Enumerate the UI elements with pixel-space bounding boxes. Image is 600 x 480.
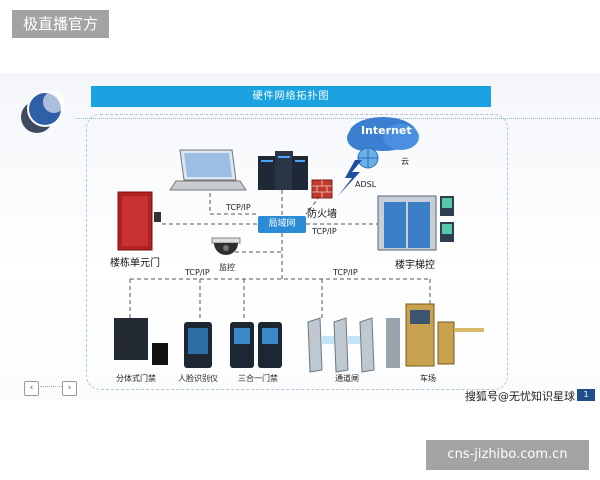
camera-label: 监控 bbox=[219, 263, 235, 272]
camera-icon bbox=[211, 237, 241, 255]
connection-lines bbox=[129, 186, 431, 320]
firewall-label: 防火墙 bbox=[307, 209, 337, 220]
firewall-icon bbox=[311, 179, 333, 199]
split-access-label: 分体式门禁 bbox=[116, 374, 156, 383]
lightning-icon bbox=[338, 160, 362, 196]
elevator-icon bbox=[377, 195, 454, 251]
slide-title: 硬件网络拓扑图 bbox=[91, 86, 491, 107]
prev-slide-button[interactable]: ‹ bbox=[24, 381, 39, 396]
globe-icon bbox=[357, 147, 379, 169]
header-dotted-line bbox=[75, 118, 600, 119]
server-icon bbox=[258, 151, 308, 190]
watermark-top-left: 极直播官方 bbox=[12, 10, 109, 38]
cloud-icon bbox=[347, 117, 419, 151]
three-in-one-label: 三合一门禁 bbox=[238, 374, 278, 383]
logo-circle-light bbox=[43, 91, 65, 113]
sohu-watermark: 搜狐号@无忧知识星球 bbox=[465, 390, 575, 403]
protocol-label-1: TCP/IP bbox=[226, 203, 251, 212]
watermark-bottom-right: cns-jizhibo.com.cn bbox=[426, 440, 589, 470]
parking-icon bbox=[405, 303, 484, 367]
diagram-frame bbox=[86, 114, 508, 390]
page-indicator: 1 bbox=[577, 389, 595, 401]
three-in-one-icon bbox=[230, 322, 282, 368]
adsl-label: ADSL bbox=[355, 180, 377, 189]
protocol-label-3: TCP/IP bbox=[185, 268, 210, 277]
door-icon bbox=[117, 191, 161, 251]
next-slide-button[interactable]: › bbox=[62, 381, 77, 396]
channel-gate-label: 通道闸 bbox=[335, 374, 359, 383]
elevator-label: 楼宇梯控 bbox=[395, 260, 435, 271]
protocol-label-2: TCP/IP bbox=[312, 227, 337, 236]
building-door-label: 楼栋单元门 bbox=[110, 258, 160, 269]
protocol-label-4: TCP/IP bbox=[333, 268, 358, 277]
parking-label: 车场 bbox=[420, 374, 436, 383]
face-recognition-icon bbox=[184, 322, 212, 368]
link-firewall-lan bbox=[305, 195, 321, 215]
channel-gate-icon bbox=[307, 317, 400, 373]
internet-label: Internet bbox=[361, 124, 412, 137]
lan-label: 局域网 bbox=[258, 216, 306, 233]
split-access-icon bbox=[114, 318, 168, 365]
face-recognition-label: 人脸识别仪 bbox=[178, 374, 218, 383]
laptop-icon bbox=[169, 149, 247, 191]
cloud-label: 云 bbox=[401, 157, 409, 166]
pager-dots bbox=[40, 386, 62, 387]
